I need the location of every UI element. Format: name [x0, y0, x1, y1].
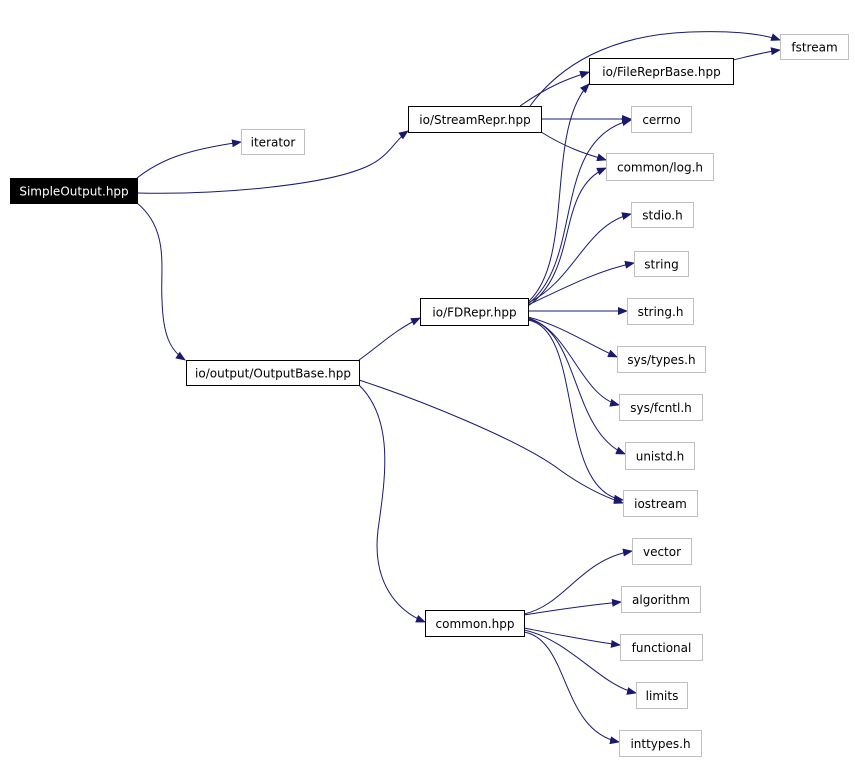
nodes-layer: SimpleOutput.hpp iterator io/StreamRepr.hp… [10, 34, 849, 757]
node-algorithm[interactable]: algorithm [621, 586, 701, 613]
node-label: limits [646, 689, 679, 703]
node-label: fstream [791, 41, 837, 55]
node-streamrepr[interactable]: io/StreamRepr.hpp [408, 106, 542, 133]
node-box [617, 346, 706, 373]
node-box [623, 490, 698, 517]
node-label: io/FDRepr.hpp [432, 306, 516, 320]
node-iterator[interactable]: iterator [241, 129, 305, 155]
node-box [606, 153, 714, 181]
node-box [632, 538, 692, 565]
node-vector[interactable]: vector [632, 538, 692, 565]
node-outputbase[interactable]: io/output/OutputBase.hpp [186, 360, 360, 386]
edge-commonhpp-to-inttypes [523, 631, 620, 745]
node-stdio[interactable]: stdio.h [631, 202, 694, 228]
node-sysfcntl[interactable]: sys/fcntl.h [619, 394, 703, 421]
node-iostream[interactable]: iostream [623, 490, 698, 517]
node-box [620, 634, 703, 661]
node-box [631, 202, 694, 228]
node-cerrno[interactable]: cerrno [631, 106, 692, 133]
node-box [636, 682, 688, 709]
edge-simpleoutput-to-outputbase [136, 202, 186, 361]
edge-fdrepr-to-cerrno [527, 118, 632, 305]
edge-streamrepr-to-filereprbase [519, 70, 590, 107]
node-label: io/FileReprBase.hpp [602, 65, 720, 79]
node-string[interactable]: string [634, 251, 689, 277]
edge-commonhpp-to-algorithm [523, 598, 622, 616]
node-commonlog[interactable]: common/log.h [606, 153, 714, 181]
node-label: unistd.h [636, 450, 685, 464]
node-box [408, 106, 542, 133]
node-label: algorithm [632, 593, 690, 607]
edge-outputbase-to-fdrepr [358, 317, 421, 361]
node-box [420, 298, 529, 326]
edge-fdrepr-to-filereprbase [527, 83, 590, 303]
node-box [634, 251, 689, 277]
node-fdrepr[interactable]: io/FDRepr.hpp [420, 298, 529, 326]
edge-fdrepr-to-stdio [527, 212, 632, 304]
node-limits[interactable]: limits [636, 682, 688, 709]
node-simpleoutput[interactable]: SimpleOutput.hpp [10, 178, 138, 204]
node-label: inttypes.h [630, 737, 690, 751]
node-stringh[interactable]: string.h [627, 298, 694, 325]
node-label: string.h [638, 305, 684, 319]
node-label: iterator [251, 136, 296, 150]
node-functional[interactable]: functional [620, 634, 703, 661]
node-label: io/output/OutputBase.hpp [195, 367, 351, 381]
edge-outputbase-to-commonhpp [358, 384, 426, 623]
node-label: common.hpp [436, 617, 515, 631]
edge-commonhpp-to-limits [523, 629, 637, 695]
node-label: stdio.h [642, 209, 682, 223]
node-label: sys/fcntl.h [630, 401, 692, 415]
node-label: io/StreamRepr.hpp [419, 113, 530, 127]
edge-simpleoutput-to-streamrepr [136, 130, 409, 194]
node-label: functional [632, 641, 692, 655]
edge-fdrepr-to-commonlog [527, 167, 607, 307]
edges-layer [136, 31, 781, 745]
node-box [10, 178, 138, 204]
node-box [780, 34, 849, 60]
node-filereprbase[interactable]: io/FileReprBase.hpp [589, 58, 734, 85]
node-label: string [644, 258, 678, 272]
node-box [425, 610, 525, 637]
node-unistd[interactable]: unistd.h [625, 442, 695, 470]
node-box [619, 730, 702, 757]
node-label: sys/types.h [627, 353, 695, 367]
edge-simpleoutput-to-iterator [136, 139, 242, 179]
node-box [627, 298, 694, 325]
node-box [589, 58, 734, 85]
edge-streamrepr-to-commonlog [540, 131, 607, 162]
node-box [186, 360, 360, 386]
node-box [631, 106, 692, 133]
node-box [625, 442, 695, 470]
node-label: vector [643, 545, 681, 559]
edge-streamrepr-to-fstream [529, 31, 781, 107]
node-fstream[interactable]: fstream [780, 34, 849, 60]
edge-fdrepr-to-unistd [527, 318, 626, 455]
node-label: SimpleOutput.hpp [19, 185, 128, 199]
edge-outputbase-to-iostream [358, 379, 624, 504]
node-commonhpp[interactable]: common.hpp [425, 610, 525, 637]
node-label: cerrno [642, 113, 680, 127]
edge-fdrepr-to-systypes [527, 316, 618, 358]
node-inttypes[interactable]: inttypes.h [619, 730, 702, 757]
node-box [619, 394, 703, 421]
node-label: common/log.h [617, 161, 703, 175]
edge-commonhpp-to-vector [523, 548, 633, 615]
edge-commonhpp-to-functional [523, 627, 621, 648]
node-systypes[interactable]: sys/types.h [617, 346, 706, 373]
edge-fdrepr-to-iostream [527, 319, 624, 503]
node-box [621, 586, 701, 613]
edge-fdrepr-to-string [527, 260, 635, 306]
node-box [241, 129, 305, 155]
edge-filereprbase-to-fstream [732, 47, 781, 61]
node-label: iostream [634, 497, 687, 511]
edge-fdrepr-to-sysfcntl [527, 317, 620, 407]
